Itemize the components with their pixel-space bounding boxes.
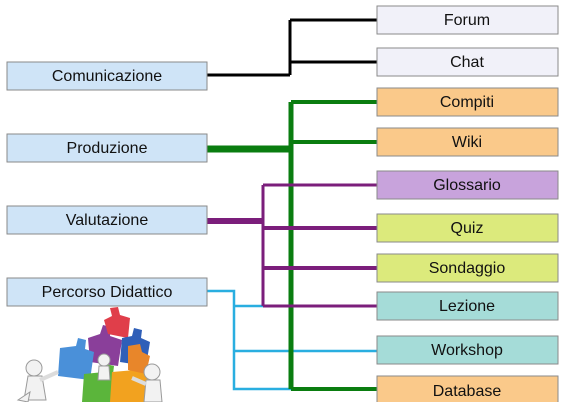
activity-workshop: Workshop xyxy=(376,335,559,365)
activity-label: Quiz xyxy=(451,220,484,237)
activity-label: Forum xyxy=(444,12,490,29)
produzione-connectors xyxy=(207,100,379,391)
activity-label: Lezione xyxy=(439,298,495,315)
category-label: Produzione xyxy=(67,140,148,157)
figure-left xyxy=(16,359,59,402)
category-produzione: Produzione xyxy=(6,133,208,163)
category-boxes: Comunicazione Produzione Valutazione Per… xyxy=(6,61,208,307)
activity-lezione: Lezione xyxy=(376,291,559,321)
category-valutazione: Valutazione xyxy=(6,205,208,235)
valutazione-connectors xyxy=(207,183,379,308)
activity-forum: Forum xyxy=(376,5,559,35)
activity-label: Sondaggio xyxy=(429,260,506,277)
comunicazione-connectors xyxy=(207,18,379,77)
category-label: Comunicazione xyxy=(52,68,162,85)
category-comunicazione: Comunicazione xyxy=(6,61,208,91)
activity-label: Wiki xyxy=(452,134,482,151)
activity-database: Database xyxy=(376,375,559,402)
figure-right xyxy=(131,363,163,402)
figure-middle xyxy=(97,353,111,381)
activity-label: Compiti xyxy=(440,94,494,111)
connector-lines xyxy=(207,18,379,391)
puzzle-teamwork-icon xyxy=(16,307,163,402)
category-label: Percorso Didattico xyxy=(42,284,173,301)
category-label: Valutazione xyxy=(66,212,149,229)
activity-glossario: Glossario xyxy=(376,170,559,200)
activity-sondaggio: Sondaggio xyxy=(376,253,559,283)
activity-label: Database xyxy=(433,383,502,400)
activity-label: Workshop xyxy=(431,342,503,359)
category-percorso-didattico: Percorso Didattico xyxy=(6,277,208,307)
activity-chat: Chat xyxy=(376,47,559,77)
activity-wiki: Wiki xyxy=(376,127,559,157)
activity-boxes: Forum Chat Compiti Wiki Glossario Quiz S… xyxy=(376,5,559,402)
activity-label: Glossario xyxy=(433,177,501,194)
activity-label: Chat xyxy=(450,54,484,71)
activity-compiti: Compiti xyxy=(376,87,559,117)
activity-quiz: Quiz xyxy=(376,213,559,243)
